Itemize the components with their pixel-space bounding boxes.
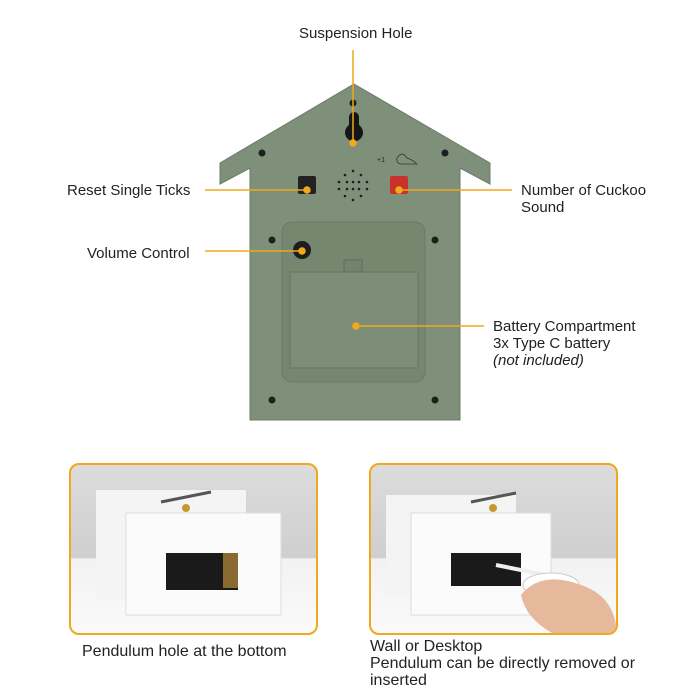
label-line: Number of Cuckoo [521,182,647,199]
screw-holes [258,99,449,404]
label-line: 3x Type C battery [493,335,611,352]
pendulum-hand-photo [386,491,616,633]
suspension-hole [345,112,363,142]
clock-front-photo [96,490,282,616]
photo-pendulum-hole [69,463,318,635]
label-reset-single-ticks: Reset Single Ticks [67,182,191,199]
label-battery-compartment: Battery Compartment 3x Type C battery (n… [493,318,636,369]
label-line: (not included) [493,352,584,369]
caption-pendulum-hole: Pendulum hole at the bottom [82,643,287,660]
speaker-grille [337,169,369,202]
caption-line: Pendulum can be directly removed or [370,655,636,672]
label-line: Sound [521,199,565,216]
bird-icon [396,153,418,165]
label-suspension-hole: Suspension Hole [299,25,413,42]
battery-cover [289,271,419,369]
battery-latch [343,259,363,273]
caption-line: Wall or Desktop [370,638,483,655]
callout-lines [205,50,512,330]
label-volume-control: Volume Control [87,245,190,262]
clock-back-illustration: +1 [205,50,512,421]
cuckoo-plus-one: +1 [377,157,385,164]
caption-wall-or-desktop: Wall or Desktop Pendulum can be directly… [370,638,635,689]
label-line: Battery Compartment [493,318,636,335]
label-number-of-cuckoo-sound: Number of Cuckoo Sound [521,182,646,216]
photo-pendulum-insert [369,463,618,635]
caption-line: inserted [370,672,427,689]
